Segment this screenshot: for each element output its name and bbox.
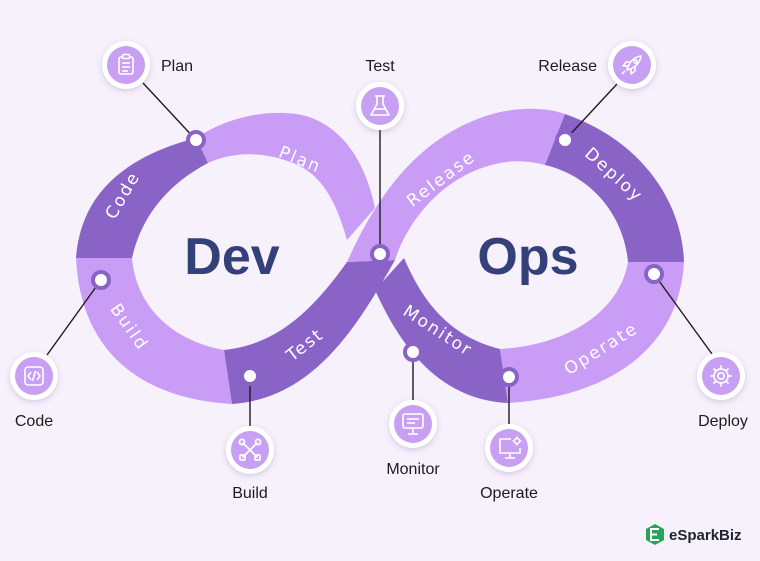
tool-label-monitor: Monitor — [386, 461, 440, 478]
dot-release — [555, 130, 575, 150]
segment-deploy — [545, 114, 684, 262]
dev-title: Dev — [184, 228, 279, 286]
tool-label-plan: Plan — [161, 58, 193, 75]
monitor-icon — [402, 413, 424, 435]
segment-release — [347, 108, 565, 262]
gear-icon — [710, 365, 732, 387]
segment-monitor — [375, 258, 508, 403]
tool-label-operate: Operate — [480, 485, 538, 502]
ops-title: Ops — [477, 228, 578, 286]
tool-label-code: Code — [15, 413, 53, 430]
tool-label-release: Release — [538, 58, 597, 75]
dot-test — [370, 244, 390, 264]
screen-gear-icon — [499, 436, 522, 459]
segment-plan — [196, 112, 375, 240]
tool-label-test: Test — [365, 58, 395, 75]
connector-lines — [46, 82, 713, 426]
segment-test — [224, 260, 395, 404]
dot-deploy — [644, 264, 664, 284]
dot-operate — [499, 367, 519, 387]
connector-dots — [91, 130, 664, 387]
build-badge — [226, 426, 274, 474]
plan-badge — [102, 41, 150, 89]
tool-label-deploy: Deploy — [698, 413, 748, 430]
segment-code — [76, 138, 208, 258]
dot-code — [91, 270, 111, 290]
clipboard-icon — [118, 53, 134, 75]
brand-name: eSparkBiz — [669, 527, 742, 544]
dot-monitor — [403, 342, 423, 362]
code-icon — [24, 366, 44, 386]
monitor-badge — [389, 400, 437, 448]
rocket-icon — [621, 55, 642, 75]
segment-build — [76, 258, 232, 404]
segment-operate — [500, 262, 684, 403]
dot-build — [240, 366, 260, 386]
deploy-badge — [697, 352, 745, 400]
operate-badge — [485, 424, 533, 472]
flask-icon — [370, 95, 390, 116]
code-badge — [10, 352, 58, 400]
tool-label-build: Build — [232, 485, 268, 502]
brand-mark-icon — [646, 524, 664, 545]
release-badge — [608, 41, 656, 89]
brand-logo: eSparkBiz — [646, 524, 742, 545]
test-badge — [356, 82, 404, 130]
tools-icon — [238, 438, 262, 461]
dot-plan — [186, 130, 206, 150]
